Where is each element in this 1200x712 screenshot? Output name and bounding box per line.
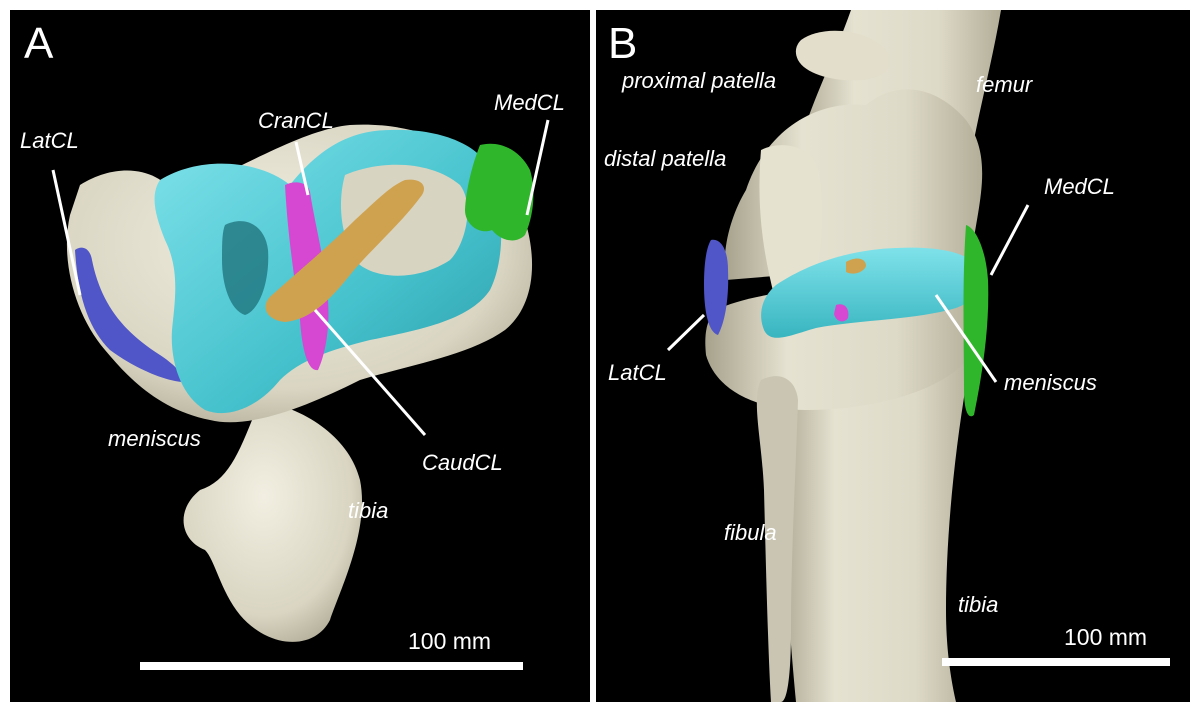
fibula-shape: [756, 376, 798, 702]
caudcl-ligament: [265, 179, 425, 322]
panel-b-leader-lines: [666, 204, 1030, 383]
meniscus-leader-line-b: [934, 294, 998, 383]
medcl-leader-line: [525, 119, 550, 216]
label-medcl-b: MedCL: [1044, 174, 1115, 199]
label-meniscus: meniscus: [108, 426, 201, 451]
proximal-patella-shape: [795, 30, 890, 81]
medcl-leader-line-b: [989, 204, 1030, 276]
label-distal-patella: distal patella: [604, 146, 727, 171]
medcl-ligament-b: [963, 225, 989, 417]
crancl-glimpse-b: [834, 304, 849, 322]
panel-letter-b: B: [608, 19, 638, 68]
panel-b-render: [666, 10, 1030, 702]
latcl-leader-line-b: [666, 313, 706, 352]
panel-a: A LatCL CranCL MedCL meniscus CaudCL tib…: [10, 10, 590, 702]
latcl-leader-line: [51, 169, 82, 296]
latcl-ligament-b: [704, 239, 729, 335]
tibia-shaft-b: [774, 319, 976, 702]
crancl-leader-line: [294, 141, 310, 196]
scale-bar-a: [140, 662, 523, 670]
scale-bar-b: [942, 658, 1170, 666]
label-tibia: tibia: [348, 498, 389, 523]
label-caudcl: CaudCL: [422, 450, 503, 475]
panel-a-leader-lines: [51, 119, 550, 436]
label-tibia-b: tibia: [958, 592, 999, 617]
label-latcl: LatCL: [20, 128, 79, 153]
meniscus-hollow-lateral: [222, 221, 269, 315]
label-femur: femur: [976, 72, 1033, 97]
panel-letter-a: A: [24, 19, 54, 68]
caudcl-glimpse-b: [846, 258, 866, 274]
tibia-shaft: [183, 400, 363, 642]
label-meniscus-b: meniscus: [1004, 370, 1097, 395]
label-medcl: MedCL: [494, 90, 565, 115]
meniscus-shape-b: [761, 247, 980, 338]
label-proximal-patella: proximal patella: [622, 68, 777, 93]
caudcl-leader-line: [313, 309, 427, 436]
latcl-ligament: [75, 247, 183, 382]
scale-bar-label-b: 100 mm: [1064, 624, 1148, 650]
panel-b: B proximal patella femur distal patella …: [596, 10, 1190, 702]
panel-a-render: [51, 119, 550, 642]
label-latcl-b: LatCL: [608, 360, 667, 385]
label-crancl: CranCL: [258, 108, 334, 133]
medcl-ligament: [465, 143, 534, 241]
scale-bar-label-a: 100 mm: [408, 628, 492, 654]
label-fibula: fibula: [724, 520, 777, 545]
